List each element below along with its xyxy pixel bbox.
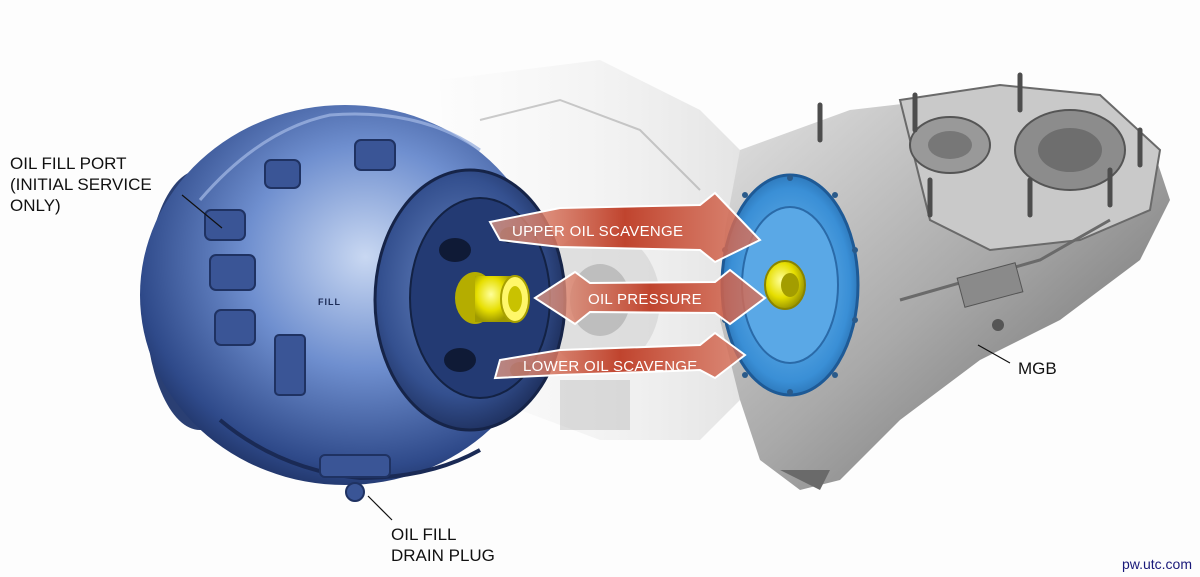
oil-pressure-arrow: OIL PRESSURE [533,268,767,326]
oil-fill-drain-plug-label: OIL FILL DRAIN PLUG [391,525,495,565]
lower-oil-scavenge-arrow: LOWER OIL SCAVENGE [493,331,747,380]
oil-fill-port-label: OIL FILL PORT (INITIAL SERVICE ONLY) [10,154,152,215]
upper-oil-scavenge-arrow: UPPER OIL SCAVENGE [488,191,762,264]
mgb-pressure-fitting [764,260,806,310]
source-watermark: pw.utc.com [1121,556,1192,572]
upper-oil-scavenge-label: UPPER OIL SCAVENGE [512,223,683,240]
oil-fill-port-leader [181,194,223,229]
drain-plug-leader [367,495,393,521]
oil-pressure-label: OIL PRESSURE [588,291,702,308]
agb-pressure-fitting [455,272,530,324]
mgb-label: MGB [1018,359,1057,378]
lower-oil-scavenge-label: LOWER OIL SCAVENGE [523,358,698,375]
fill-marking: FILL [318,297,341,307]
mgb-leader [977,344,1011,364]
